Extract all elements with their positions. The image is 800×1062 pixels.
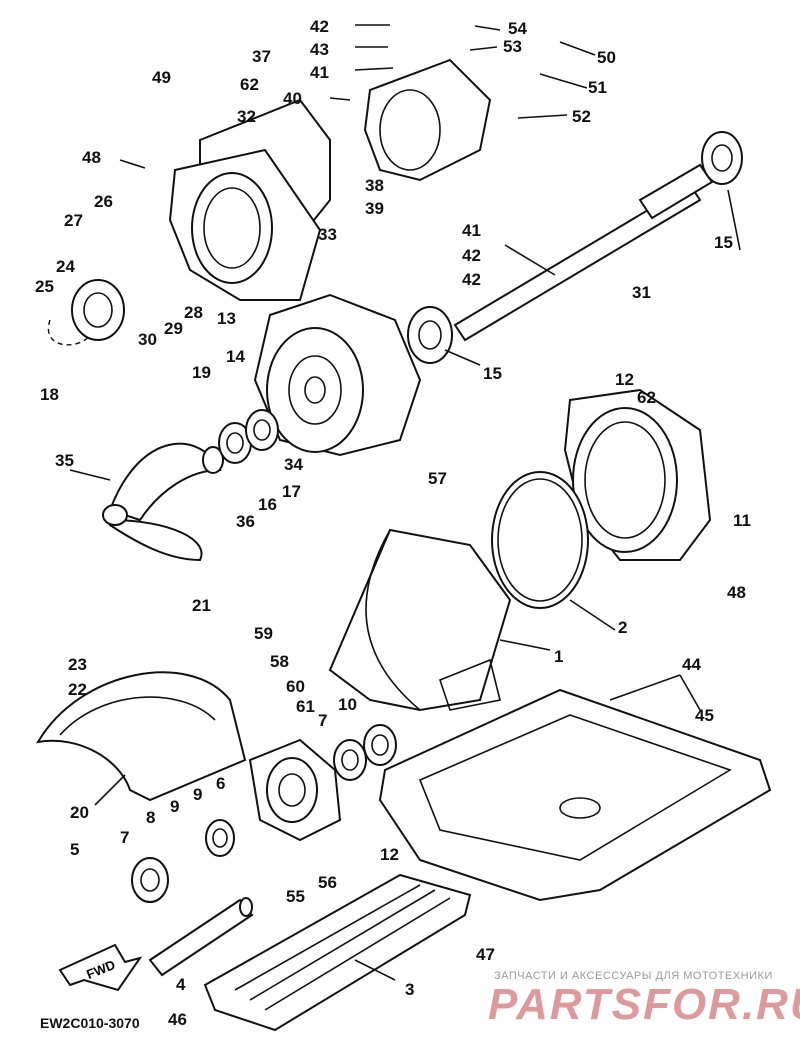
part-label: 4 (176, 975, 186, 994)
part-label: 2 (618, 618, 627, 637)
part-label: 32 (237, 107, 256, 126)
seals-16-17-36 (202, 409, 279, 474)
o-ring-2 (491, 471, 589, 609)
part-label: 27 (64, 211, 83, 230)
part-label: 42 (462, 246, 481, 265)
drive-shaft (453, 131, 743, 342)
part-label: 20 (70, 803, 89, 822)
shaft-4 (148, 897, 254, 977)
part-label: 37 (252, 47, 271, 66)
part-label: 59 (254, 624, 273, 643)
part-label: 28 (184, 303, 203, 322)
cap-24 (47, 279, 125, 346)
part-label: 50 (597, 48, 616, 67)
part-label: 52 (572, 107, 591, 126)
part-label: 18 (40, 385, 59, 404)
part-label: 11 (733, 511, 751, 530)
part-label: 7 (318, 711, 327, 730)
part-label: 54 (508, 19, 527, 38)
part-label: 15 (714, 233, 733, 252)
part-labels: 42 54 43 53 50 37 41 51 49 62 40 52 32 4… (35, 17, 751, 1029)
part-label: 26 (94, 192, 113, 211)
nozzle-top (363, 58, 492, 182)
part-label: 47 (476, 945, 495, 964)
part-label: 16 (258, 495, 277, 514)
part-label: 3 (405, 980, 414, 999)
part-label: 46 (168, 1010, 187, 1029)
bearings-7-8-10 (131, 724, 397, 903)
part-label: 58 (270, 652, 289, 671)
impeller-housing-13 (253, 293, 422, 457)
part-label: 48 (82, 148, 101, 167)
part-label: 10 (338, 695, 357, 714)
part-label: 53 (503, 37, 522, 56)
part-label: 43 (310, 40, 329, 59)
part-label: 55 (286, 887, 305, 906)
part-label: 36 (236, 512, 255, 531)
part-label: 57 (428, 469, 447, 488)
part-label: 39 (365, 199, 384, 218)
part-label: 35 (55, 451, 74, 470)
bearing-15 (407, 306, 453, 364)
watermark-logo[interactable]: PARTSFOR.RU (488, 980, 800, 1029)
diagram-code: EW2C010-3070 (40, 1015, 140, 1031)
hose-18 (88, 392, 202, 422)
part-label: 38 (365, 176, 384, 195)
part-label: 41 (310, 63, 329, 82)
part-label: 29 (164, 319, 183, 338)
cover-20 (36, 671, 247, 802)
fwd-arrow-icon (58, 943, 143, 992)
part-label: 42 (310, 17, 329, 36)
part-label: 42 (462, 270, 481, 289)
part-label: 62 (637, 388, 656, 407)
part-label: 21 (192, 596, 211, 615)
ride-plate-44 (378, 688, 772, 902)
part-label: 6 (216, 774, 225, 793)
part-label: 1 (554, 647, 563, 666)
part-label: 51 (588, 78, 607, 97)
part-label: 31 (632, 283, 651, 302)
part-label: 40 (283, 89, 302, 108)
part-label: 9 (193, 785, 202, 804)
part-label: 22 (68, 680, 87, 699)
part-label: 61 (296, 697, 315, 716)
part-label: 12 (615, 370, 634, 389)
part-label: 25 (35, 277, 54, 296)
part-label: 12 (380, 845, 399, 864)
part-label: 7 (120, 828, 129, 847)
part-label: 9 (170, 797, 179, 816)
nozzle-housing-11 (563, 388, 712, 561)
part-label: 48 (727, 583, 746, 602)
part-label: 14 (226, 347, 245, 366)
watermark-caption: ЗАПЧАСТИ И АКСЕССУАРЫ ДЛЯ МОТОТЕХНИКИ (494, 970, 773, 982)
part-label: 62 (240, 75, 259, 94)
part-label: 30 (138, 330, 157, 349)
bearing-housing-6 (248, 738, 342, 842)
part-label: 45 (695, 706, 714, 725)
part-label: 8 (146, 808, 155, 827)
part-label: 19 (192, 363, 211, 382)
part-label: 17 (282, 482, 301, 501)
part-label: 41 (462, 221, 481, 240)
part-label: 33 (318, 225, 337, 244)
leader-lines (69, 24, 741, 981)
part-label: 24 (56, 257, 75, 276)
strainer-3 (203, 873, 472, 1032)
part-label: 56 (318, 873, 337, 892)
part-label: 23 (68, 655, 87, 674)
part-label: 34 (284, 455, 303, 474)
part-label: 44 (682, 655, 701, 674)
part-label: 15 (483, 364, 502, 383)
part-label: 5 (70, 840, 79, 859)
intake-duct-1 (328, 528, 512, 712)
part-label: 60 (286, 677, 305, 696)
part-label: 13 (217, 309, 236, 328)
part-label: 49 (152, 68, 171, 87)
steering-bracket (168, 98, 331, 301)
